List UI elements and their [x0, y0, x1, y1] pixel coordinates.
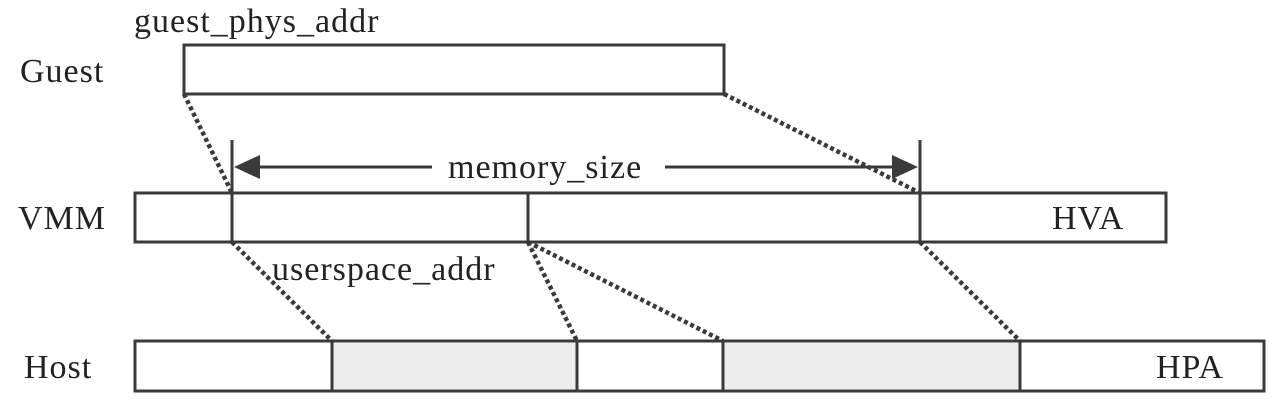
host-row-label: Host	[24, 349, 92, 386]
host-page-block-1	[333, 343, 576, 389]
vmm-row-label: VMM	[18, 200, 106, 237]
vmm-to-host-map-1	[230, 240, 334, 343]
guest-to-vmm-map-right	[722, 91, 922, 196]
vmm-to-host-map-2	[525, 241, 580, 342]
guest-row-label: Guest	[20, 53, 104, 90]
guest-memory-region	[182, 43, 726, 96]
host-page-block-2	[724, 343, 1019, 389]
vmm-address-bar	[133, 191, 1168, 244]
vmm-to-host-map-4	[918, 240, 1022, 343]
guest-to-vmm-map-left	[181, 93, 235, 194]
userspace-addr-label: userspace_addr	[272, 251, 496, 288]
vmm-to-host-map-3	[526, 239, 725, 344]
host-address-bar	[133, 339, 1266, 393]
memory-size-arrow-right	[892, 155, 918, 179]
hpa-label: HPA	[1156, 349, 1224, 386]
guest-phys-addr-label: guest_phys_addr	[134, 3, 379, 40]
memory-size-label: memory_size	[448, 149, 642, 186]
hva-label: HVA	[1052, 200, 1124, 237]
memory-size-arrow-left	[234, 155, 260, 179]
